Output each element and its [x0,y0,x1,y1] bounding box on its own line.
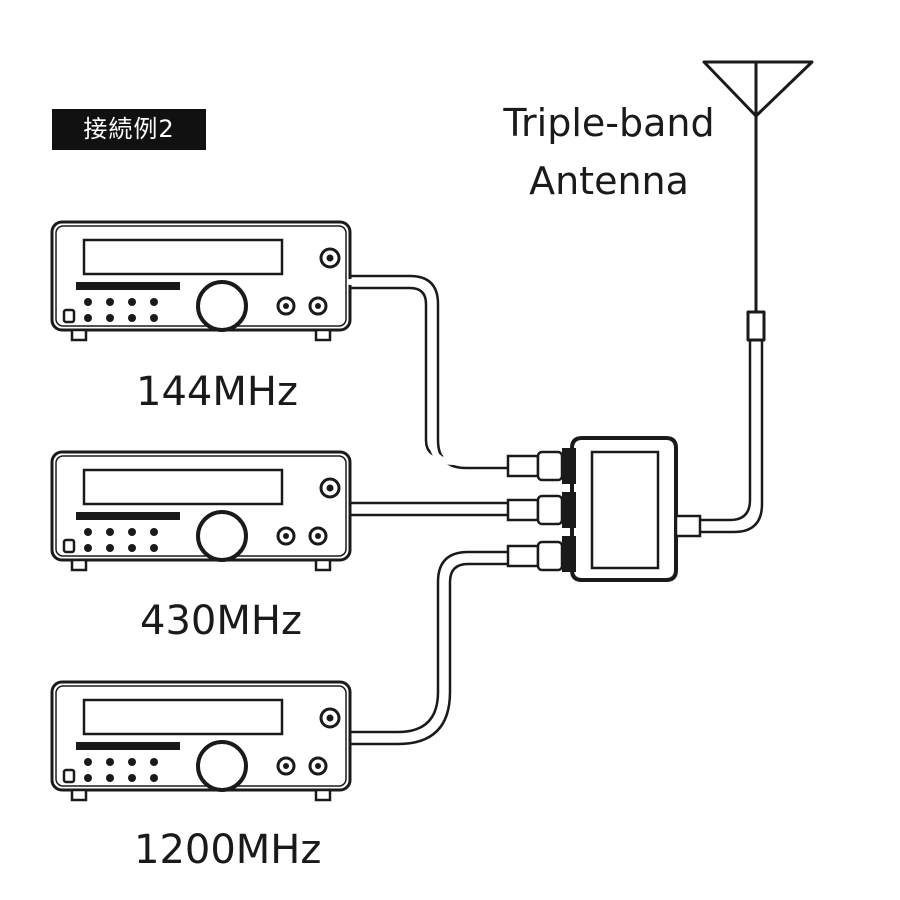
cable-1200mhz [348,550,512,734]
cable-antenna [698,336,752,522]
antenna-title-line1: Triple-band [503,101,715,145]
example-label: 接続例2 [52,109,206,150]
triplexer-box [562,436,702,582]
radio-144mhz [50,220,352,342]
radio-label-430mhz: 430MHz [140,598,302,644]
antenna-icon [702,60,814,342]
radio-1200mhz [50,680,352,802]
radio-430mhz [50,450,352,572]
cable-144mhz [348,274,512,470]
radio-label-144mhz: 144MHz [136,369,298,415]
radio-label-1200mhz: 1200MHz [134,827,322,873]
antenna-title-line2: Antenna [529,159,689,203]
